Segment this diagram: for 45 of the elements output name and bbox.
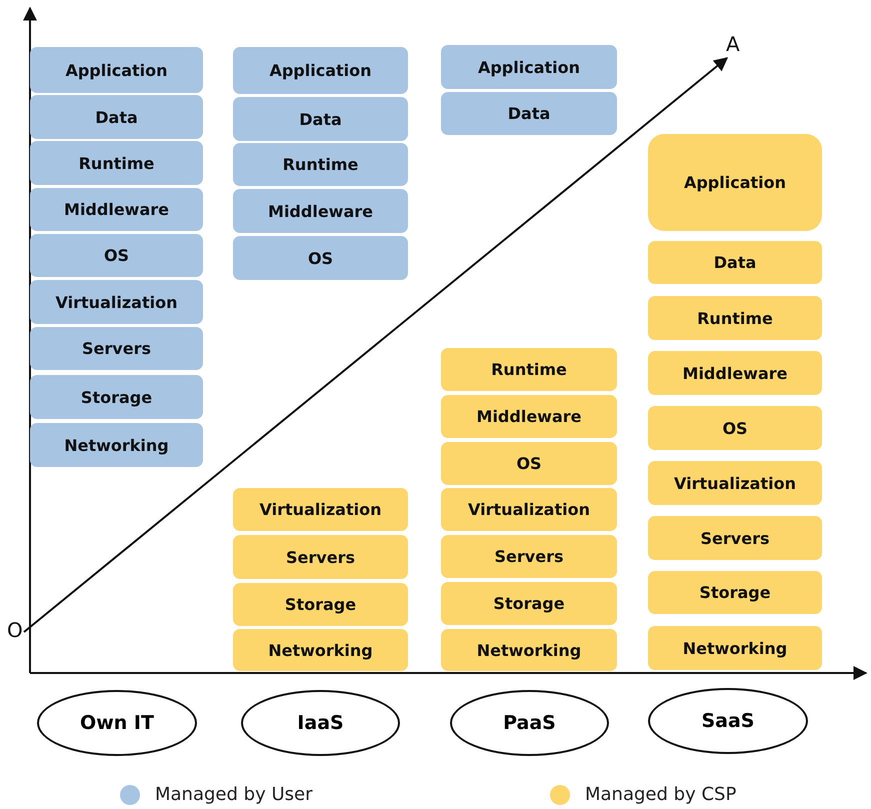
layer-box: Networking <box>30 423 203 467</box>
layer-box: Runtime <box>233 143 408 186</box>
layer-box: Networking <box>233 629 408 671</box>
layer-box: Application <box>233 47 408 94</box>
layer-box: Runtime <box>30 141 203 185</box>
layer-box: Virtualization <box>648 461 822 505</box>
layer-box: Storage <box>30 375 203 419</box>
layer-box: Middleware <box>648 351 822 395</box>
service-ellipse: SaaS <box>648 688 808 754</box>
layer-box: Servers <box>30 327 203 370</box>
layer-box: Servers <box>441 535 617 578</box>
layer-box: Networking <box>648 626 822 670</box>
layer-box: Networking <box>441 629 617 671</box>
layer-box: Servers <box>648 516 822 560</box>
legend-label: Managed by User <box>155 784 312 805</box>
layer-box: Application <box>441 45 617 89</box>
layer-box: Storage <box>648 571 822 614</box>
layer-box: Storage <box>233 583 408 626</box>
service-ellipse: IaaS <box>241 690 400 756</box>
layer-box: Virtualization <box>233 488 408 531</box>
layer-box: Servers <box>233 535 408 579</box>
layer-box: Virtualization <box>441 488 617 531</box>
layer-box: Runtime <box>648 296 822 340</box>
layer-box: Application <box>648 134 822 231</box>
layer-box: Data <box>648 241 822 284</box>
legend-label: Managed by CSP <box>585 784 736 805</box>
layer-box: Application <box>30 47 203 93</box>
point-label: O <box>7 620 23 640</box>
layer-box: Storage <box>441 582 617 625</box>
service-ellipse: Own IT <box>37 690 197 756</box>
layer-box: Data <box>233 97 408 141</box>
layer-box: Data <box>441 92 617 135</box>
layer-box: OS <box>233 236 408 280</box>
layer-box: Data <box>30 95 203 139</box>
layer-box: OS <box>30 234 203 277</box>
layer-box: Middleware <box>30 188 203 231</box>
layer-box: Middleware <box>441 395 617 438</box>
layer-box: OS <box>441 442 617 485</box>
arrow <box>23 57 728 633</box>
layer-box: Virtualization <box>30 280 203 324</box>
layer-box: Middleware <box>233 189 408 233</box>
layer-box: OS <box>648 406 822 450</box>
point-label: A <box>726 34 740 54</box>
service-ellipse: PaaS <box>450 690 609 756</box>
layer-box: Runtime <box>441 348 617 391</box>
